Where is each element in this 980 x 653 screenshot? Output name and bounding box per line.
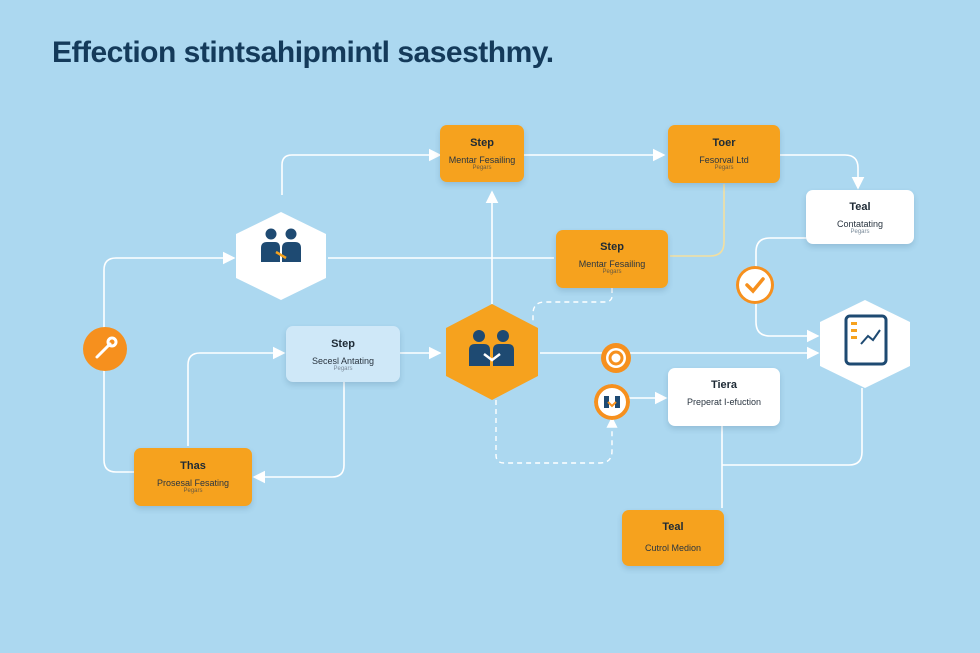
step-box-mentar[interactable]: Step Mentar Fesailing Pegars [440, 125, 524, 182]
tablet-chart-icon [844, 314, 888, 366]
check-circle[interactable] [736, 266, 774, 304]
hex-node-people[interactable] [234, 212, 328, 300]
connector-toer-to-teal [780, 154, 865, 190]
tiera-box[interactable]: Tiera Preperat I-efuction [668, 368, 780, 426]
step-box-mentar-2[interactable]: Step Mentar Fesailing Pegars [556, 230, 668, 288]
gear-circle[interactable] [598, 340, 634, 376]
connector-toer-to-step-mid [670, 184, 725, 257]
people-meeting-icon [261, 228, 301, 262]
connector-step-sec-down [252, 382, 345, 484]
connector-left-to-thas [103, 370, 134, 473]
hex-node-tablet[interactable] [818, 300, 912, 388]
teal-box-contatating[interactable]: Teal Contatating Pegars [806, 190, 914, 244]
handshake-circle[interactable] [594, 384, 630, 420]
gear-icon [601, 343, 631, 373]
step-box-secesl[interactable]: Step Secesl Antating Pegars [286, 326, 400, 382]
dashed-step-mid-to-center [532, 288, 613, 322]
teal-box-cutrol[interactable]: Teal Cutrol Medion [622, 510, 724, 566]
team-handshake-icon [469, 330, 514, 366]
page-title: Effection stintsahipmintl sasesthmy. [52, 36, 554, 69]
wrench-icon [95, 336, 118, 359]
wrench-circle[interactable] [82, 326, 128, 372]
handshake-icon [604, 396, 620, 408]
dashed-center-loop [495, 400, 618, 464]
check-icon [745, 277, 765, 294]
connector-hex-to-step1 [281, 148, 442, 195]
connector-thas-up [187, 346, 286, 446]
connector-left-loop [103, 251, 236, 336]
toer-box[interactable]: Toer Fesorval Ltd Pegars [668, 125, 780, 183]
hex-node-team[interactable] [444, 304, 540, 400]
connector-right-hex-down [722, 388, 863, 466]
thas-box[interactable]: Thas Prosesal Fesating Pegars [134, 448, 252, 506]
